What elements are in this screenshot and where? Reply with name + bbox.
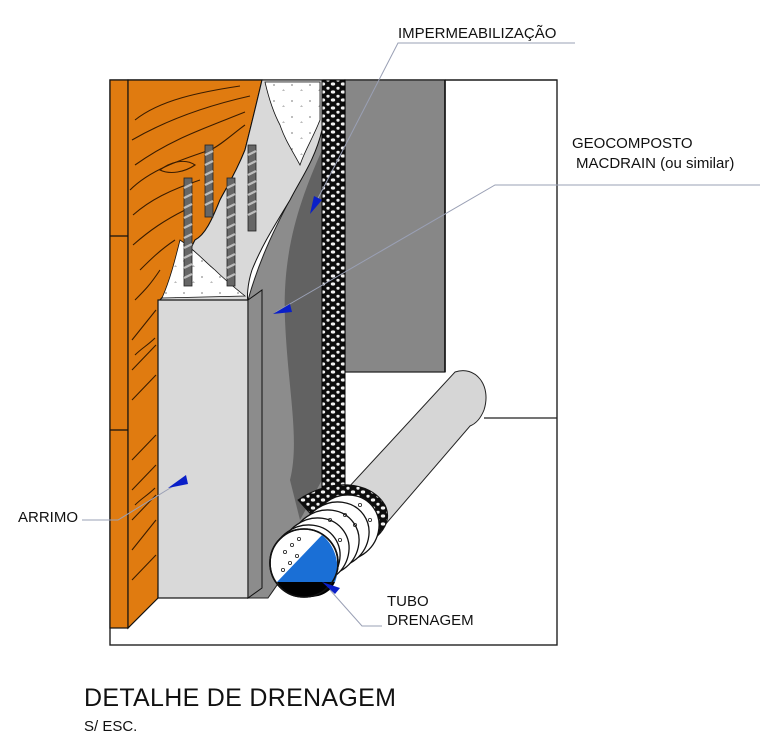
pipe-cross-section <box>269 502 372 598</box>
leader-lines <box>82 42 760 627</box>
exposed-concrete <box>158 79 323 301</box>
geocomposite-strip <box>321 79 346 491</box>
leader-waterproofing <box>311 42 575 211</box>
arrow-geocomposite-icon <box>273 304 292 314</box>
arrow-waterproofing-icon <box>310 196 322 214</box>
drawing-title: DETALHE DE DRENAGEM <box>84 684 397 712</box>
scale-note: S/ ESC. <box>84 718 138 735</box>
leader-arrowheads <box>168 196 340 594</box>
label-geocomposite-line2: MACDRAIN (ou similar) <box>576 155 735 172</box>
leader-arrimo <box>82 481 181 521</box>
leader-drain-pipe <box>329 589 382 627</box>
waterproofing-membrane <box>247 79 346 599</box>
drain-pipe <box>269 370 487 598</box>
label-arrimo: ARRIMO <box>18 509 78 526</box>
backfill-soil <box>344 79 557 419</box>
arrow-drain-pipe-icon <box>322 582 340 594</box>
label-geocomposite-line1: GEOCOMPOSTO <box>572 135 693 152</box>
label-drain-pipe-line1: TUBO <box>387 593 429 610</box>
arrow-arrimo-icon <box>168 475 188 488</box>
label-drain-pipe-line2: DRENAGEM <box>387 612 474 629</box>
leader-geocomposite <box>275 184 760 313</box>
label-waterproofing: IMPERMEABILIZAÇÃO <box>398 25 557 42</box>
reinforcement-bars <box>183 144 257 287</box>
retaining-wall-arrimo <box>157 289 263 599</box>
